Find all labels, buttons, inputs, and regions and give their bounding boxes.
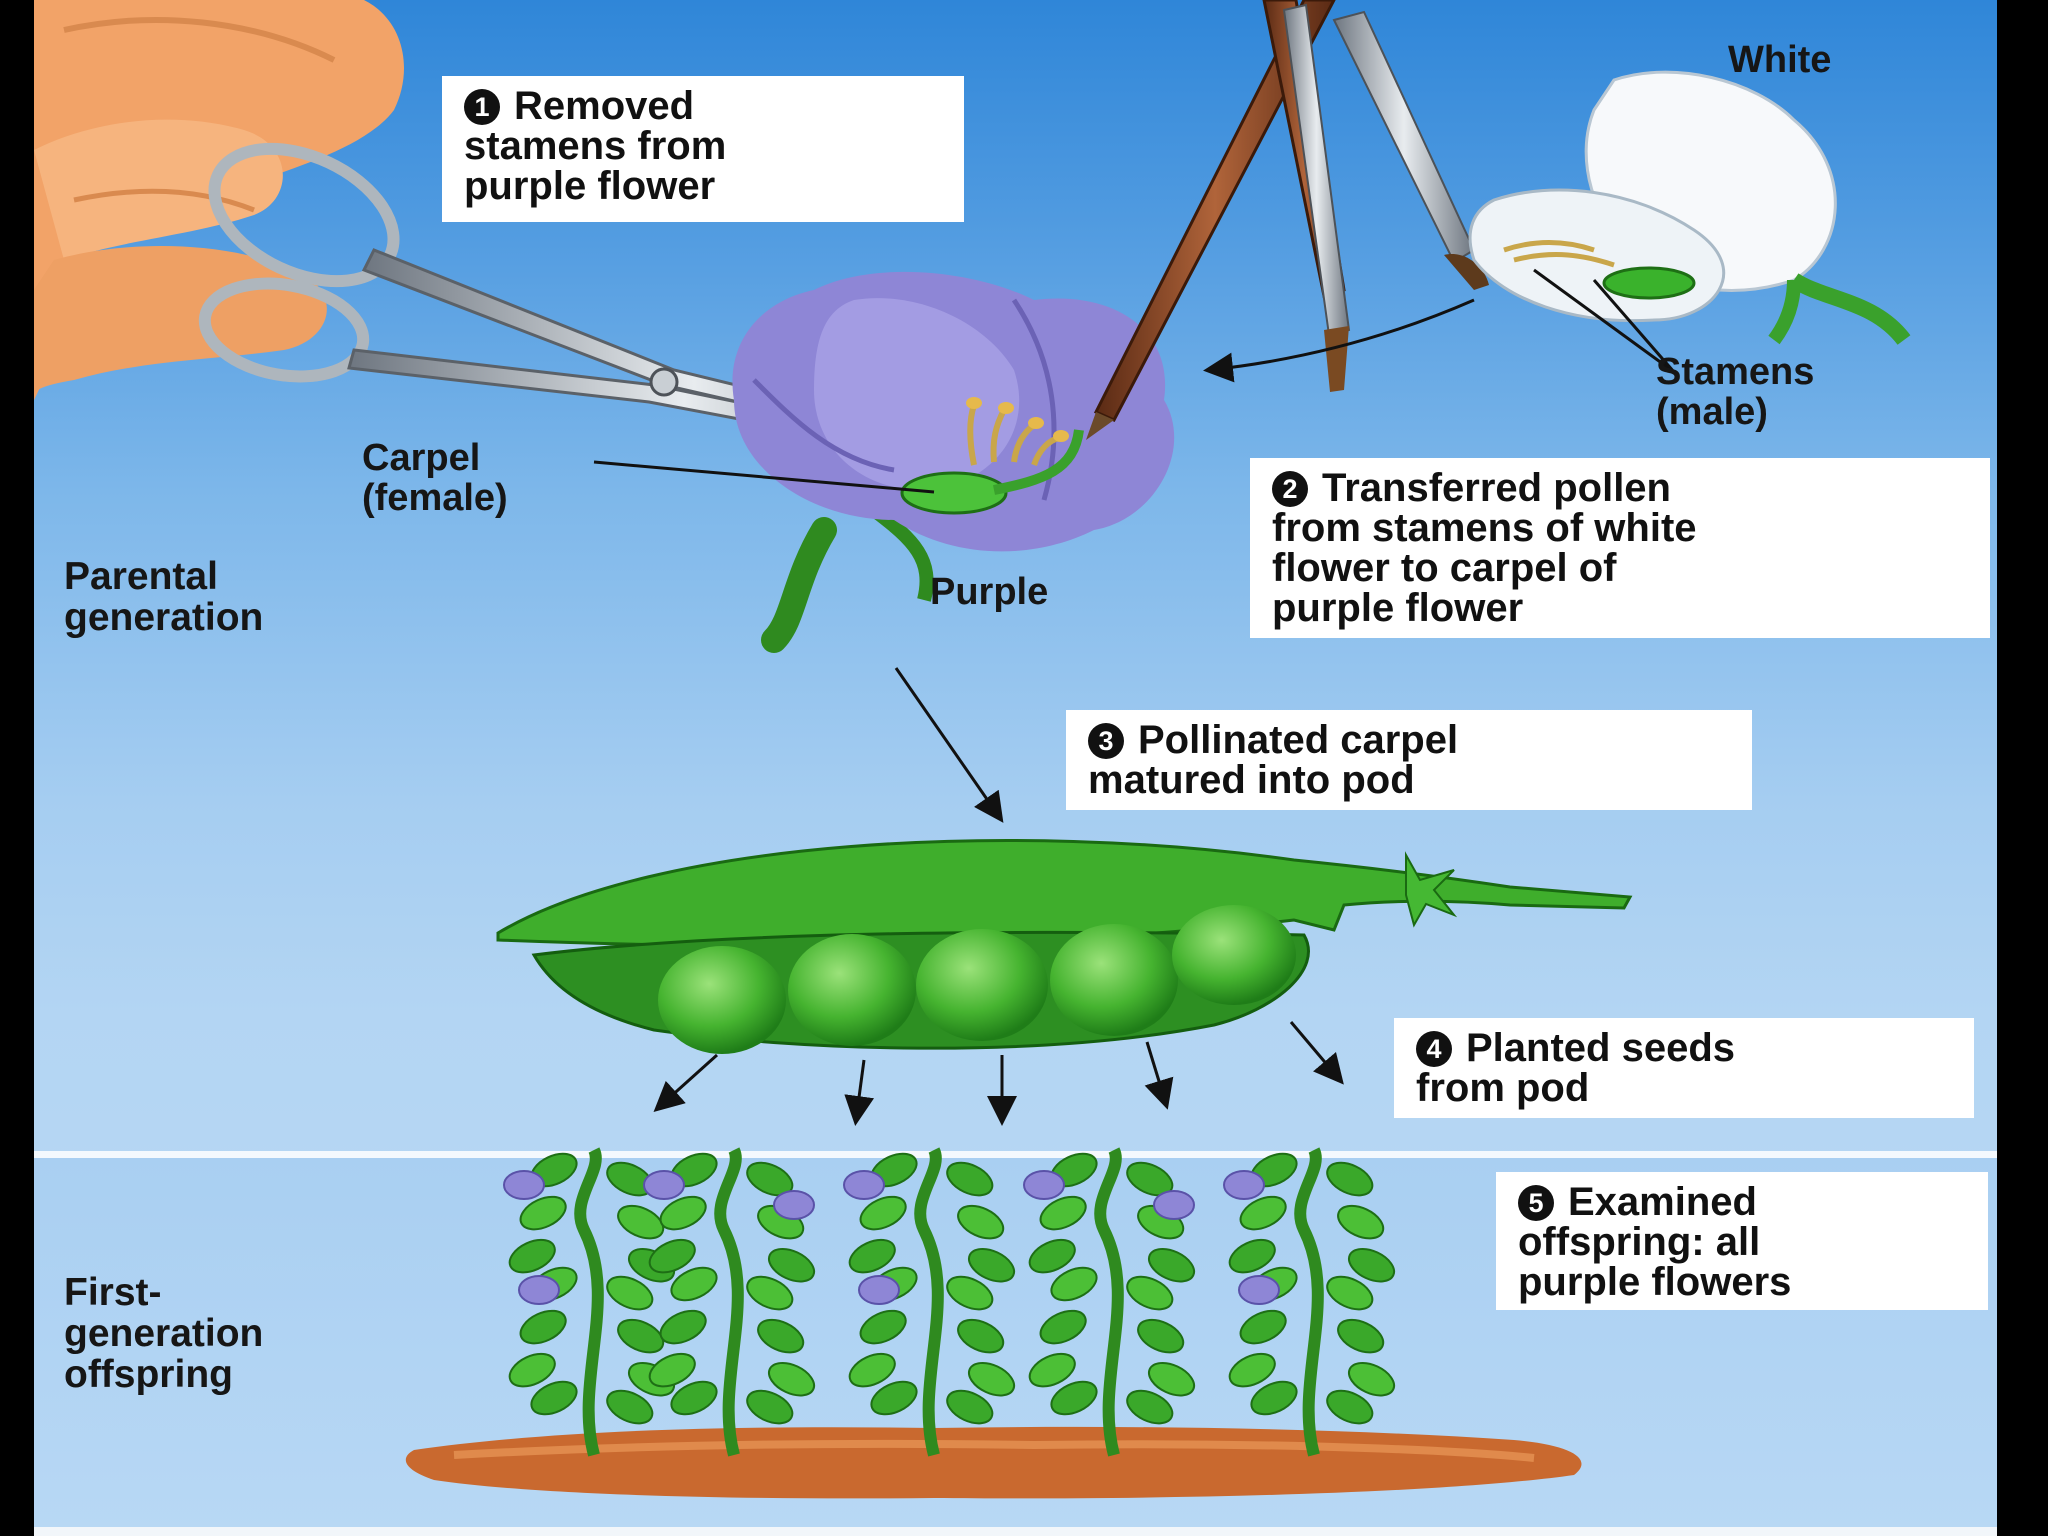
step-5-callout: 5 Examined offspring: all purple flowers xyxy=(1496,1172,1988,1310)
offspring-line-3: offspring xyxy=(64,1353,233,1396)
step-2-line-1: Transferred pollen xyxy=(1322,466,1671,510)
pea-plant xyxy=(503,1147,676,1457)
pea-plant xyxy=(1223,1147,1396,1457)
illustration xyxy=(34,0,1911,1499)
soil-illustration xyxy=(405,1426,1582,1499)
pea-pod-illustration xyxy=(496,838,1633,1054)
purple-flower-illustration xyxy=(732,271,1175,653)
carpel-label-line-2: (female) xyxy=(362,477,508,519)
step-5-number: 5 xyxy=(1518,1185,1554,1221)
pea-plant xyxy=(843,1147,1016,1457)
step-3-callout: 3 Pollinated carpel matured into pod xyxy=(1066,710,1752,810)
offspring-line-2: generation xyxy=(64,1312,264,1355)
pea-plant xyxy=(1023,1147,1196,1457)
parental-line-1: Parental xyxy=(64,555,218,598)
pointer-lines xyxy=(593,268,1676,1126)
step-4-line-2: from pod xyxy=(1416,1066,1590,1110)
white-flower-illustration xyxy=(1468,70,1911,346)
step-1-callout: 1 Removed stamens from purple flower xyxy=(442,76,964,222)
diagram-canvas: 1 Removed stamens from purple flower 2 Tra… xyxy=(34,0,1997,1536)
step-2-line-2: from stamens of white xyxy=(1272,506,1697,550)
pea-plants-illustration xyxy=(503,1147,1396,1457)
step-2-callout: 2 Transferred pollen from stamens of whit… xyxy=(1250,458,1990,638)
stamens-label: Stamens (male) xyxy=(1656,352,1814,432)
step-3-line-1: Pollinated carpel xyxy=(1138,718,1459,762)
step-1-number: 1 xyxy=(464,89,500,125)
step-1-line-1: Removed xyxy=(514,84,695,128)
step-5-line-1: Examined xyxy=(1568,1180,1757,1224)
step-2-line-3: flower to carpel of xyxy=(1272,546,1617,590)
step-4-line-1: Planted seeds xyxy=(1466,1026,1736,1070)
first-generation-offspring-label: First- generation offspring xyxy=(64,1272,263,1395)
generation-divider xyxy=(34,1151,1997,1158)
carpel-label: Carpel (female) xyxy=(362,438,508,518)
parental-line-2: generation xyxy=(64,596,264,639)
stamens-label-line-1: Stamens xyxy=(1656,351,1815,393)
step-3-number: 3 xyxy=(1088,723,1124,759)
step-1-line-3: purple flower xyxy=(464,164,716,208)
carpel-label-line-1: Carpel xyxy=(362,437,481,479)
step-5-line-2: offspring: all xyxy=(1518,1220,1761,1264)
bottom-border xyxy=(34,1527,1997,1536)
step-2-line-4: purple flower xyxy=(1272,586,1524,630)
purple-label: Purple xyxy=(930,571,1049,613)
step-3-line-2: matured into pod xyxy=(1088,758,1415,802)
stamens-label-line-2: (male) xyxy=(1656,391,1768,433)
step-4-number: 4 xyxy=(1416,1031,1452,1067)
brushes-illustration xyxy=(1086,0,1489,440)
white-label: White xyxy=(1728,39,1832,81)
step-4-callout: 4 Planted seeds from pod xyxy=(1394,1018,1974,1118)
step-2-number: 2 xyxy=(1272,471,1308,507)
pea-plant xyxy=(643,1147,816,1457)
offspring-line-1: First- xyxy=(64,1271,162,1314)
step-5-line-3: purple flowers xyxy=(1518,1260,1792,1304)
parental-generation-label: Parental generation xyxy=(64,556,263,638)
step-1-line-2: stamens from xyxy=(464,124,727,168)
